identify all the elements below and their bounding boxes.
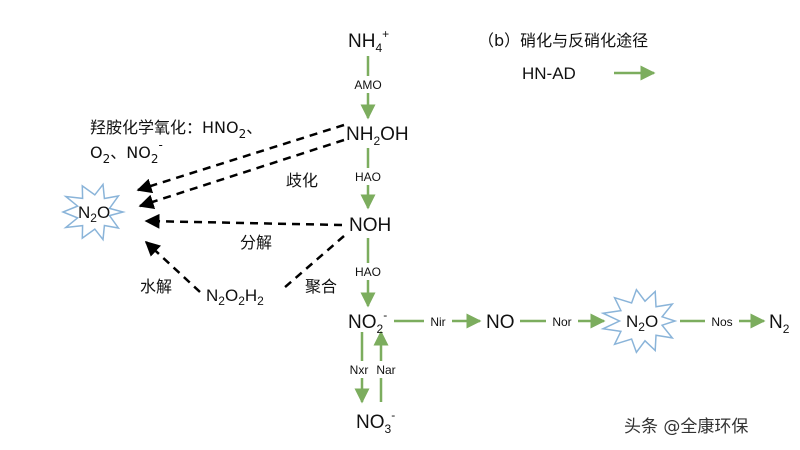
annotation-hydroxylamine-products: O2、NO2- xyxy=(90,138,163,166)
species-nh4: NH4+ xyxy=(348,27,389,55)
species-n2o-right: N2O xyxy=(626,312,658,334)
species-n2o2h2: N2O2H2 xyxy=(206,286,264,308)
n2o-starburst-right xyxy=(600,288,678,354)
species-no: NO xyxy=(486,312,515,333)
dashed-arrow-disproportionation xyxy=(138,138,345,209)
enzyme-hao-label-2: HAO xyxy=(355,265,381,279)
enzyme-hao-label-1: HAO xyxy=(355,170,381,184)
annotation-hydroxylamine-oxidation: 羟胺化学氧化：HNO2、 xyxy=(90,118,262,141)
species-nh2oh: NH2OH xyxy=(346,124,409,148)
enzyme-nir-label: Nir xyxy=(430,315,445,329)
enzyme-nxr-label: Nxr xyxy=(350,363,369,377)
enzyme-nos-label: Nos xyxy=(711,315,732,329)
species-no3: NO3- xyxy=(356,408,395,436)
legend-hn-ad-label: HN-AD xyxy=(522,64,576,83)
species-noh: NOH xyxy=(349,215,391,236)
annotation-hydrolysis: 水解 xyxy=(140,277,172,296)
legend-title: （b）硝化与反硝化途径 xyxy=(478,31,648,50)
enzyme-amo-label: AMO xyxy=(354,78,381,92)
n2o-starburst-left xyxy=(60,182,126,242)
annotation-disproportionation: 歧化 xyxy=(286,171,318,190)
enzyme-nor-label: Nor xyxy=(552,315,571,329)
dashed-arrow-hydrolysis xyxy=(144,240,201,293)
species-n2o-left: N2O xyxy=(78,203,110,225)
species-n2: N2 xyxy=(769,312,790,336)
dashed-arrow-decomposition xyxy=(144,213,343,229)
annotation-decomposition: 分解 xyxy=(240,233,272,252)
species-no2: NO2- xyxy=(348,308,387,336)
enzyme-nar-label: Nar xyxy=(376,363,395,377)
watermark: 头条 @全康环保 xyxy=(624,417,748,437)
annotation-polymerization: 聚合 xyxy=(305,277,337,296)
